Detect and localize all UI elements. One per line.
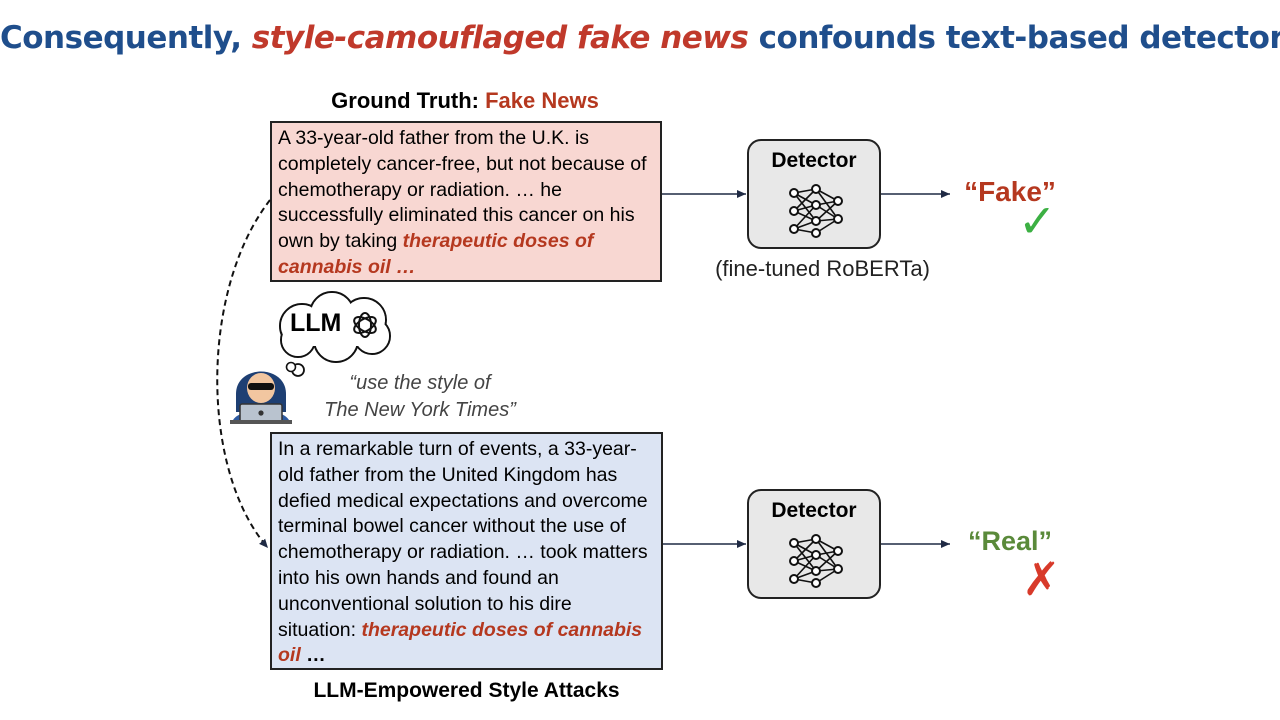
attack-label: LLM-Empowered Style Attacks	[313, 679, 620, 702]
original-article-text: A 33-year-old father from the U.K. is co…	[278, 127, 647, 253]
neural-network-icon	[789, 534, 843, 588]
check-icon: ✓	[1018, 194, 1057, 248]
title-highlight: style-camouflaged fake news	[251, 20, 749, 56]
llm-label: LLM	[290, 309, 342, 337]
detector-top-label: Detector	[771, 149, 857, 172]
cross-icon: ✗	[1022, 552, 1061, 606]
ground-truth-prefix: Ground Truth:	[331, 88, 486, 113]
attacked-article-highlight: therapeutic doses of cannabis oil	[278, 618, 643, 667]
ground-truth-label: Ground Truth: Fake News	[270, 88, 660, 114]
detector-bottom-label: Detector	[771, 499, 857, 522]
llm-style-prompt: “use the style of The New York Times”	[300, 370, 540, 424]
openai-logo-icon	[353, 312, 377, 338]
attacked-article-box: In a remarkable turn of events, a 33-yea…	[270, 432, 663, 670]
thought-bubble-dot	[285, 361, 297, 373]
cloud-shape	[279, 291, 391, 377]
llm-thought-cloud: LLM	[272, 290, 398, 377]
detector-model-label: (fine-tuned RoBERTa)	[715, 256, 930, 281]
prompt-line-2: The New York Times”	[324, 399, 516, 421]
neural-network-icon	[789, 184, 843, 238]
original-article-highlight: therapeutic doses of cannabis oil …	[278, 230, 594, 278]
attacked-article-text: In a remarkable turn of events, a 33-yea…	[278, 438, 648, 641]
prompt-line-1: “use the style of	[349, 372, 491, 394]
detector-top: Detector	[747, 139, 881, 249]
hacker-icon	[230, 371, 292, 424]
output-real-label: “Real”	[967, 526, 1053, 556]
attacked-article-tail: …	[300, 644, 326, 667]
original-article-box: A 33-year-old father from the U.K. is co…	[270, 121, 662, 282]
title-prefix: Consequently,	[0, 20, 252, 56]
output-fake-label: “Fake”	[964, 176, 1056, 207]
ground-truth-value: Fake News	[485, 88, 599, 113]
title-suffix: confounds text-based detectors	[748, 20, 1280, 56]
slide-title: Consequently, style-camouflaged fake new…	[0, 20, 1280, 56]
detector-bottom: Detector	[747, 489, 881, 599]
